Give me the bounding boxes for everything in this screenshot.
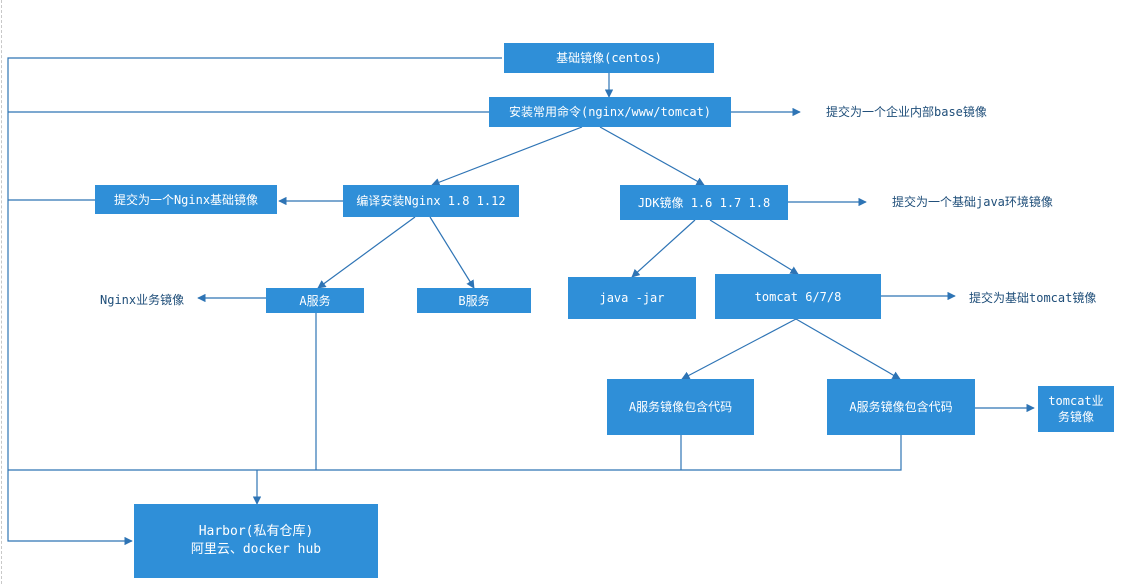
left-dashed-border: [1, 0, 2, 584]
java-env-base-note: 提交为一个基础java环境镜像: [892, 195, 1053, 209]
harbor-registry-node: Harbor(私有仓库) 阿里云、docker hub: [134, 504, 378, 578]
tomcat-base-image-note: 提交为基础tomcat镜像: [969, 291, 1097, 305]
java-jar-node: java -jar: [568, 277, 696, 319]
tomcat-service-a-code-node-2: A服务镜像包含代码: [827, 379, 975, 435]
wire-left-trunk: [7, 57, 502, 546]
wire-tomcat-to-service-code-2: [795, 318, 901, 380]
tomcat-node: tomcat 6/7/8: [715, 274, 881, 319]
wire-service-code-2-down: [8, 435, 902, 471]
base-image-node: 基础镜像(centos): [504, 43, 714, 73]
wire-compile-to-service-b: [429, 216, 475, 289]
wire-jdk-to-java-jar: [631, 219, 696, 278]
tomcat-service-a-code-node-1: A服务镜像包含代码: [607, 379, 754, 435]
nginx-base-image-node: 提交为一个Nginx基础镜像: [95, 185, 277, 214]
wire-install-to-jdk: [599, 126, 705, 186]
wire-tomcat-to-service-code-1: [681, 318, 797, 380]
install-commands-node: 安装常用命令(nginx/www/tomcat): [489, 97, 731, 127]
wire-compile-to-service-a: [317, 216, 416, 289]
jdk-image-node: JDK镜像 1.6 1.7 1.8: [620, 185, 788, 220]
nginx-service-a-node: A服务: [266, 288, 364, 313]
compile-nginx-node: 编译安装Nginx 1.8 1.12: [343, 185, 519, 217]
nginx-service-b-node: B服务: [417, 288, 531, 313]
nginx-service-image-note: Nginx业务镜像: [100, 293, 185, 307]
wire-install-to-compile-nginx: [431, 126, 583, 187]
wire-jdk-to-tomcat: [709, 219, 799, 275]
tomcat-service-image-node: tomcat业 务镜像: [1038, 386, 1114, 432]
enterprise-base-note: 提交为一个企业内部base镜像: [826, 105, 987, 119]
